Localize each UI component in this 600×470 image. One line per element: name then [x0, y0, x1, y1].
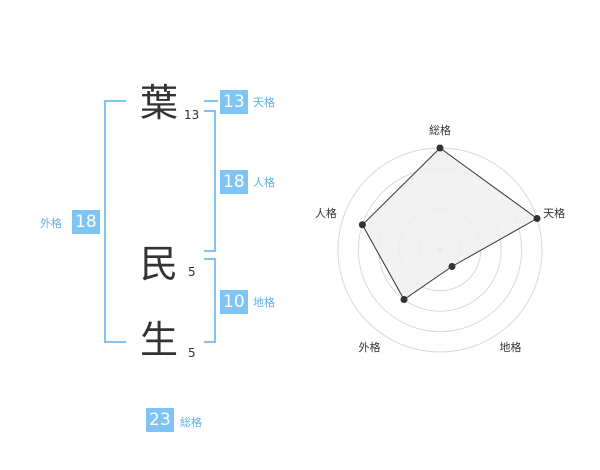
radar-point-4 [358, 221, 366, 229]
radar-axis-label-3: 外格 [358, 340, 380, 354]
jinkaku-value: 18 [220, 170, 248, 194]
soukaku-value: 23 [146, 408, 174, 432]
radar-axis-label-1: 天格 [543, 206, 565, 220]
radar-axis-label-0: 総格 [429, 123, 451, 137]
chikaku-bracket [204, 258, 216, 343]
radar-point-0 [436, 144, 444, 152]
tenkaku-connector [204, 100, 218, 102]
radar-point-3 [400, 296, 408, 304]
radar-point-2 [448, 263, 456, 271]
tenkaku-label: 天格 [253, 96, 275, 109]
character-3: 生 [140, 318, 179, 362]
radar-axis-label-2: 地格 [500, 340, 522, 354]
character-2: 民 [140, 242, 179, 286]
character-2-strokes: 5 [188, 265, 196, 279]
radar-point-1 [533, 214, 541, 222]
gaikaku-label: 外格 [40, 217, 62, 230]
radar-axis-label-4: 人格 [315, 206, 337, 220]
tenkaku-value: 13 [220, 90, 248, 114]
character-3-strokes: 5 [188, 346, 196, 360]
chikaku-label: 地格 [253, 296, 275, 309]
soukaku-label: 総格 [180, 416, 202, 429]
character-1-strokes: 13 [184, 108, 200, 122]
chikaku-value: 10 [220, 290, 248, 314]
gaikaku-value: 18 [72, 210, 100, 234]
radar-area [361, 147, 538, 301]
jinkaku-label: 人格 [253, 176, 275, 189]
jinkaku-bracket [204, 110, 216, 252]
character-1: 葉 [140, 81, 179, 125]
gaikaku-bracket [104, 100, 126, 343]
radar-points [358, 144, 541, 304]
